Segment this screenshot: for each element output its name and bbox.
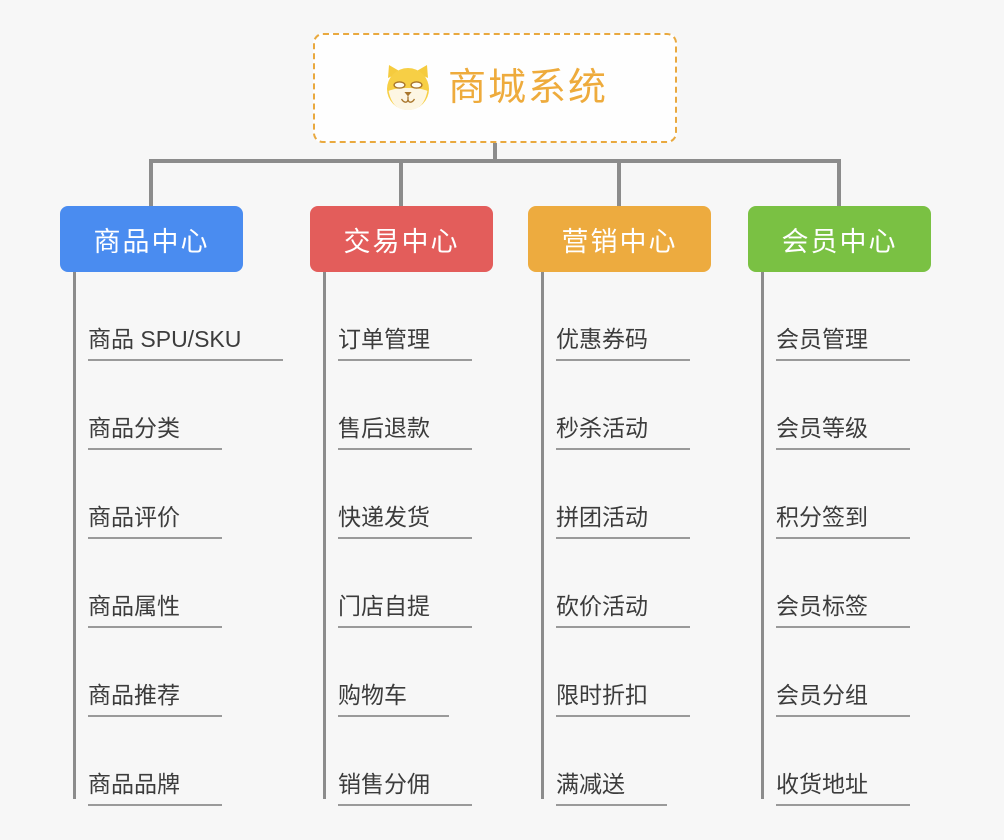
leaf-label: 秒杀活动 bbox=[556, 415, 690, 450]
horizontal-bus-connector bbox=[149, 159, 839, 163]
list-item[interactable]: 销售分佣 bbox=[324, 717, 493, 806]
leaf-label: 会员分组 bbox=[776, 682, 910, 717]
leaf-label: 商品属性 bbox=[88, 593, 222, 628]
leaf-label: 积分签到 bbox=[776, 504, 910, 539]
list-item[interactable]: 会员分组 bbox=[762, 628, 931, 717]
branch-member-center: 会员中心 会员管理 会员等级 积分签到 会员标签 会员分组 收货地址 bbox=[748, 206, 931, 806]
branch-trade-center: 交易中心 订单管理 售后退款 快递发货 门店自提 购物车 销售分佣 bbox=[310, 206, 493, 806]
shiba-dog-icon bbox=[386, 65, 429, 110]
list-item[interactable]: 购物车 bbox=[324, 628, 493, 717]
list-item[interactable]: 限时折扣 bbox=[542, 628, 711, 717]
branch-marketing-center: 营销中心 优惠券码 秒杀活动 拼团活动 砍价活动 限时折扣 满减送 bbox=[528, 206, 711, 806]
list-item[interactable]: 售后退款 bbox=[324, 361, 493, 450]
branch-spine bbox=[761, 272, 764, 799]
drop-connector-1 bbox=[149, 159, 153, 208]
leaf-label: 售后退款 bbox=[338, 415, 472, 450]
branch-header-member-center[interactable]: 会员中心 bbox=[748, 206, 931, 272]
list-item[interactable]: 砍价活动 bbox=[542, 539, 711, 628]
drop-connector-2 bbox=[399, 159, 403, 208]
list-item[interactable]: 商品品牌 bbox=[74, 717, 243, 806]
branch-body-product-center: 商品 SPU/SKU 商品分类 商品评价 商品属性 商品推荐 商品品牌 bbox=[60, 272, 284, 806]
list-item[interactable]: 会员标签 bbox=[762, 539, 931, 628]
list-item[interactable]: 快递发货 bbox=[324, 450, 493, 539]
leaf-label: 销售分佣 bbox=[338, 771, 472, 806]
leaf-label: 会员管理 bbox=[776, 326, 910, 361]
leaf-label: 砍价活动 bbox=[556, 593, 690, 628]
list-item[interactable]: 会员等级 bbox=[762, 361, 931, 450]
leaf-label: 收货地址 bbox=[776, 771, 910, 806]
leaf-label: 门店自提 bbox=[338, 593, 472, 628]
list-item[interactable]: 门店自提 bbox=[324, 539, 493, 628]
leaf-label: 商品推荐 bbox=[88, 682, 222, 717]
list-item[interactable]: 商品 SPU/SKU bbox=[74, 272, 284, 361]
leaf-label: 商品分类 bbox=[88, 415, 222, 450]
list-item[interactable]: 商品分类 bbox=[74, 361, 243, 450]
list-item[interactable]: 满减送 bbox=[542, 717, 711, 806]
leaf-label: 购物车 bbox=[338, 682, 449, 717]
leaf-label: 限时折扣 bbox=[556, 682, 690, 717]
drop-connector-4 bbox=[837, 159, 841, 208]
leaf-label: 商品 SPU/SKU bbox=[88, 326, 284, 361]
list-item[interactable]: 订单管理 bbox=[324, 272, 493, 361]
leaf-label: 会员标签 bbox=[776, 593, 910, 628]
leaf-label: 订单管理 bbox=[338, 326, 472, 361]
leaf-label: 商品评价 bbox=[88, 504, 222, 539]
list-item[interactable]: 会员管理 bbox=[762, 272, 931, 361]
list-item[interactable]: 优惠券码 bbox=[542, 272, 711, 361]
branch-header-marketing-center[interactable]: 营销中心 bbox=[528, 206, 711, 272]
root-stem-connector bbox=[493, 143, 497, 162]
branch-body-member-center: 会员管理 会员等级 积分签到 会员标签 会员分组 收货地址 bbox=[748, 272, 931, 806]
list-item[interactable]: 拼团活动 bbox=[542, 450, 711, 539]
list-item[interactable]: 秒杀活动 bbox=[542, 361, 711, 450]
list-item[interactable]: 商品属性 bbox=[74, 539, 243, 628]
leaf-label: 快递发货 bbox=[338, 504, 472, 539]
leaf-label: 商品品牌 bbox=[88, 771, 222, 806]
list-item[interactable]: 商品评价 bbox=[74, 450, 243, 539]
list-item[interactable]: 商品推荐 bbox=[74, 628, 243, 717]
leaf-label: 会员等级 bbox=[776, 415, 910, 450]
drop-connector-3 bbox=[617, 159, 621, 208]
leaf-label: 优惠券码 bbox=[556, 326, 690, 361]
root-node[interactable]: 商城系统 bbox=[313, 33, 677, 143]
branch-header-product-center[interactable]: 商品中心 bbox=[60, 206, 243, 272]
root-title: 商城系统 bbox=[447, 67, 608, 109]
branch-spine bbox=[323, 272, 326, 799]
branch-spine bbox=[73, 272, 76, 799]
list-item[interactable]: 积分签到 bbox=[762, 450, 931, 539]
branch-header-trade-center[interactable]: 交易中心 bbox=[310, 206, 493, 272]
list-item[interactable]: 收货地址 bbox=[762, 717, 931, 806]
branch-product-center: 商品中心 商品 SPU/SKU 商品分类 商品评价 商品属性 商品推荐 商品品牌 bbox=[60, 206, 284, 806]
branch-body-marketing-center: 优惠券码 秒杀活动 拼团活动 砍价活动 限时折扣 满减送 bbox=[528, 272, 711, 806]
leaf-label: 满减送 bbox=[556, 771, 667, 806]
branch-spine bbox=[541, 272, 544, 799]
leaf-label: 拼团活动 bbox=[556, 504, 690, 539]
branch-body-trade-center: 订单管理 售后退款 快递发货 门店自提 购物车 销售分佣 bbox=[310, 272, 493, 806]
